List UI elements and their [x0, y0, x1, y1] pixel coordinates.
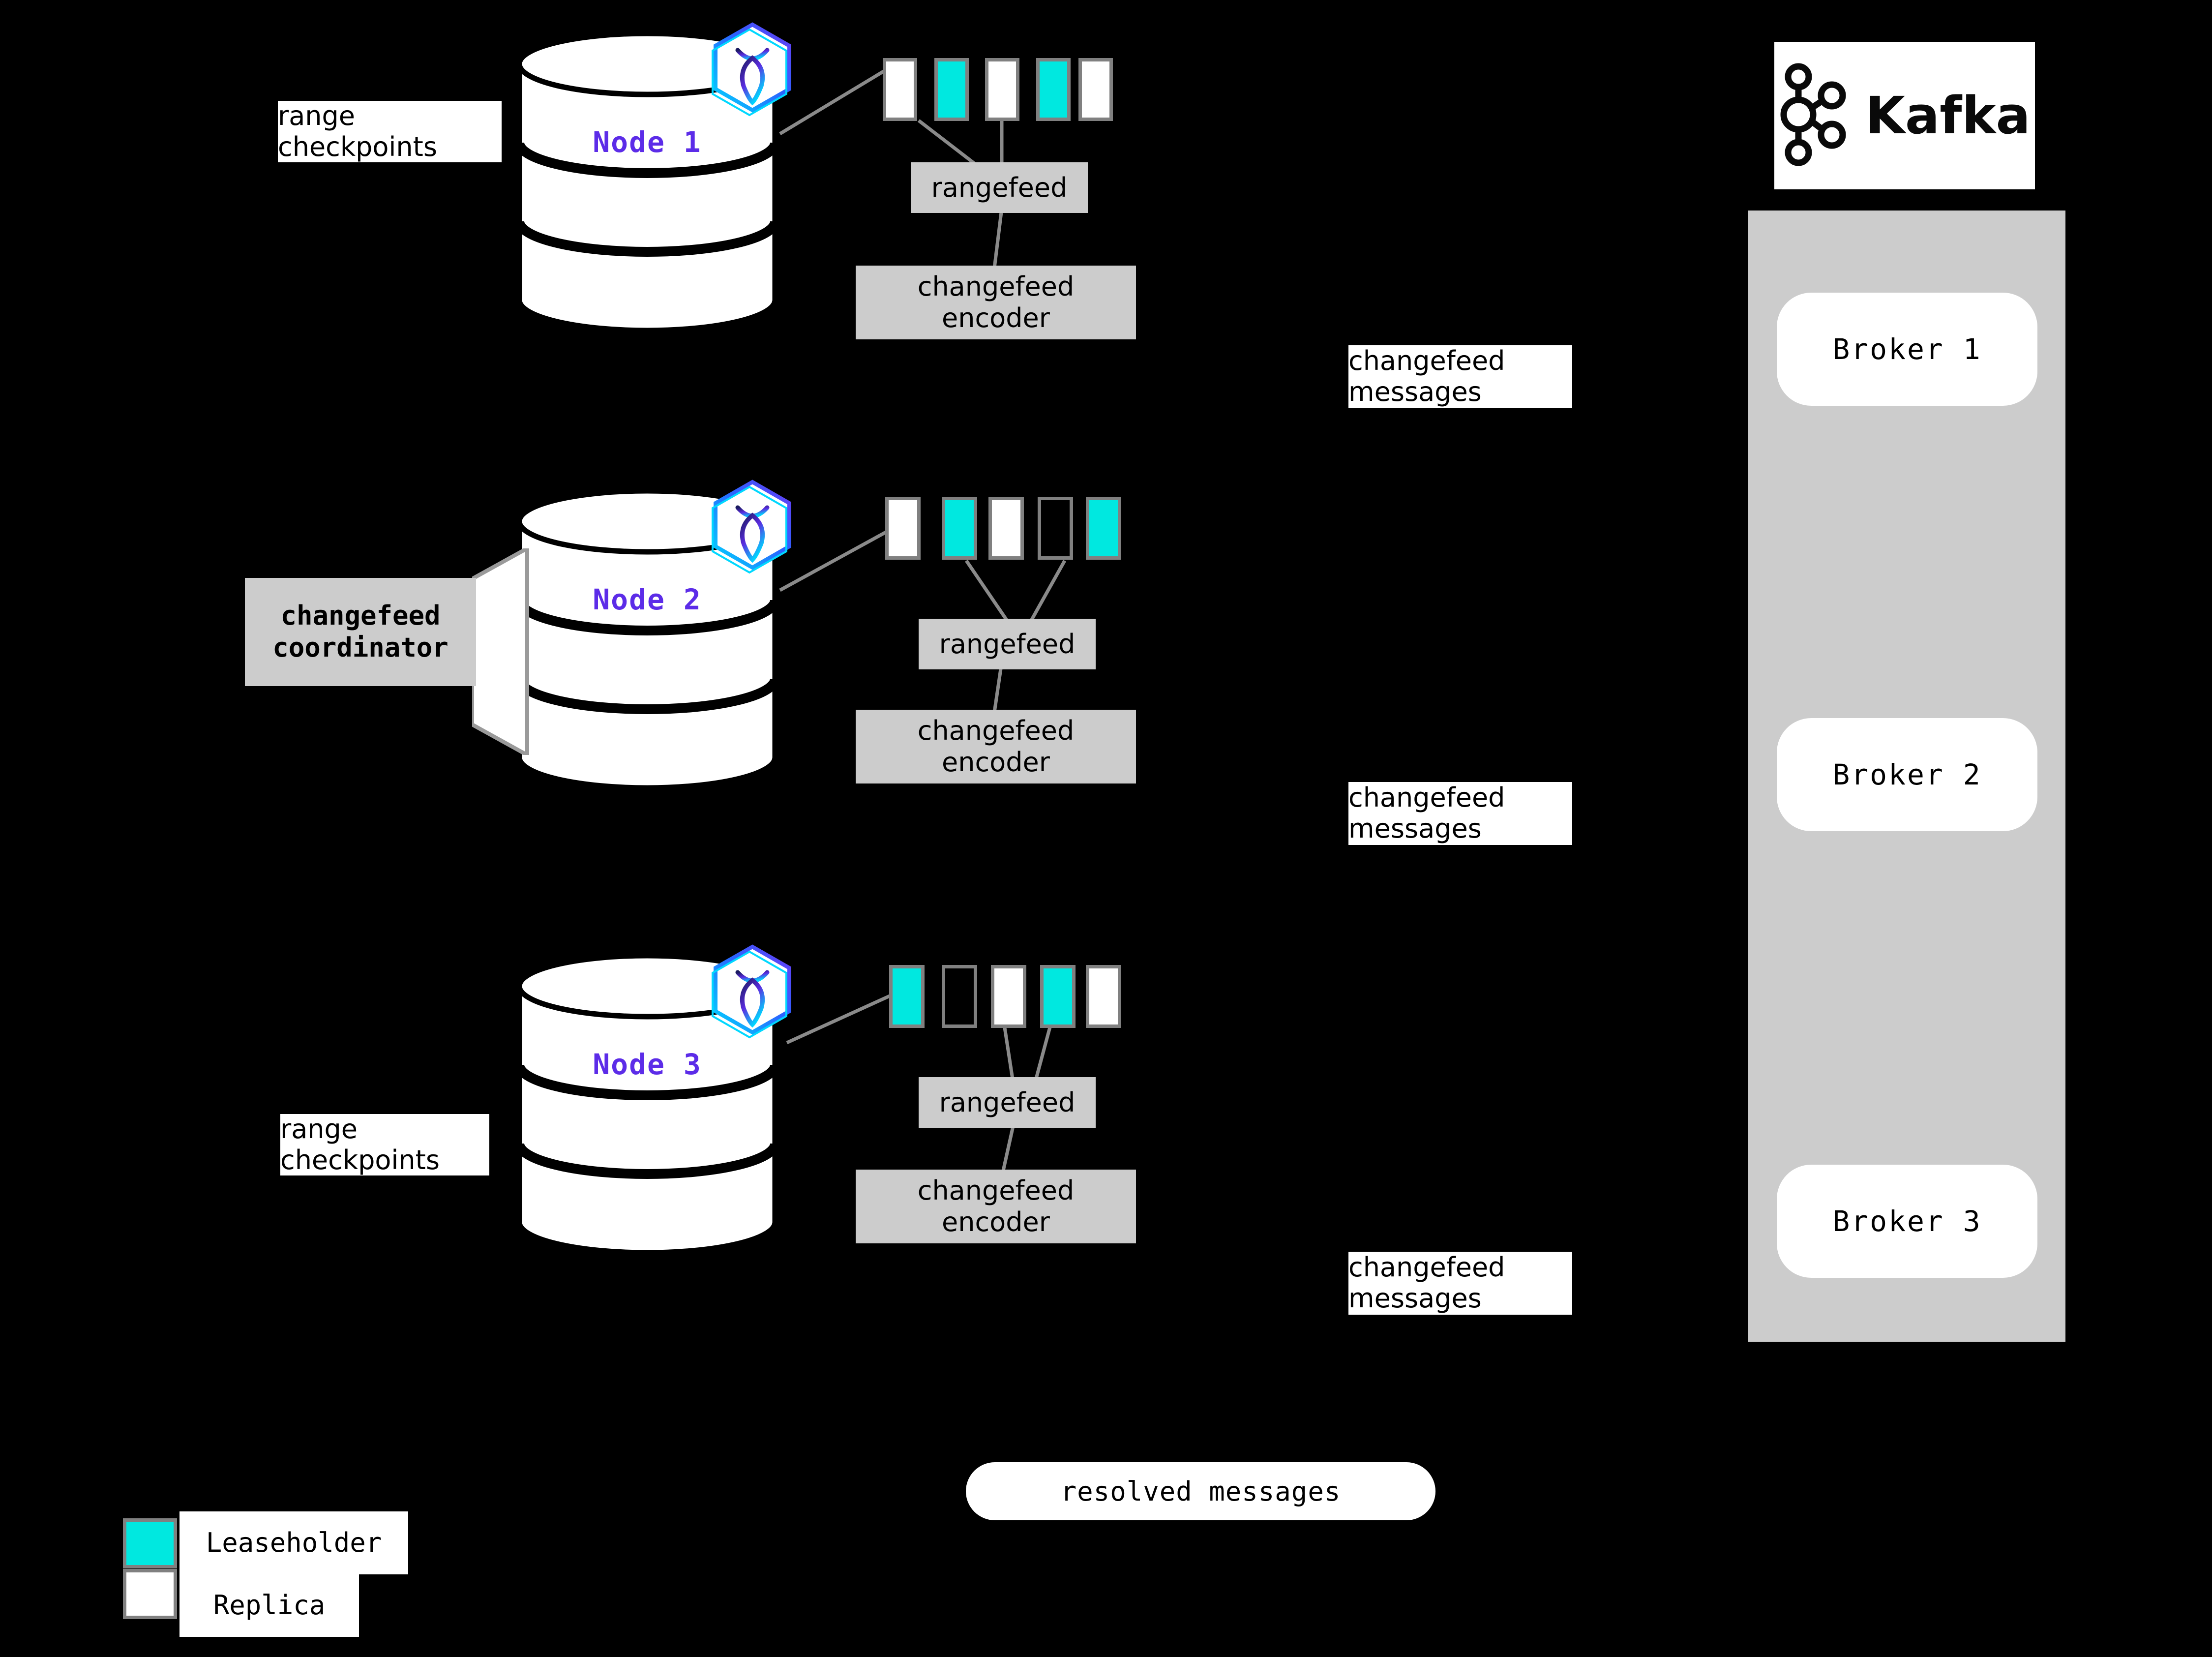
node-1-label: Node 1	[593, 125, 702, 159]
encoder-line-1: changefeed	[917, 1175, 1075, 1206]
range-box[interactable]	[1036, 58, 1071, 121]
messages-line-1: changefeed	[1348, 782, 1505, 813]
node-3-range-checkpoints-label: range checkpoints	[280, 1114, 489, 1175]
messages-line-2: messages	[1348, 1283, 1482, 1314]
node-1-cylinder	[514, 30, 780, 334]
range-box[interactable]	[942, 497, 977, 560]
cockroachdb-logo	[708, 942, 797, 1045]
broker-card-3[interactable]: Broker 3	[1777, 1165, 2037, 1278]
node-3-changefeed-encoder-box[interactable]: changefeed encoder	[856, 1170, 1136, 1243]
coordinator-connector	[470, 545, 546, 758]
coordinator-line-1: changefeed	[280, 600, 441, 632]
kafka-logo-box: Kafka	[1774, 42, 2035, 189]
range-box[interactable]	[942, 965, 977, 1028]
node-2-cylinder	[514, 487, 780, 792]
messages-line-1: changefeed	[1348, 1252, 1505, 1283]
range-box[interactable]	[1038, 497, 1073, 560]
encoder-line-1: changefeed	[917, 715, 1075, 747]
encoder-line-1: changefeed	[917, 271, 1075, 302]
range-box[interactable]	[1040, 965, 1076, 1028]
checkpoints-line-2: checkpoints	[280, 1144, 440, 1175]
range-box[interactable]	[934, 58, 969, 121]
range-box[interactable]	[985, 58, 1019, 121]
cockroachdb-logo	[708, 477, 797, 580]
resolved-messages-pill: resolved messages	[966, 1462, 1435, 1520]
checkpoints-line-1: range	[278, 101, 356, 131]
cockroachdb-logo	[708, 20, 797, 123]
range-box[interactable]	[1086, 497, 1121, 560]
range-box[interactable]	[991, 965, 1026, 1028]
coordinator-line-2: coordinator	[272, 632, 448, 663]
node-3-rangefeed-box[interactable]: rangefeed	[919, 1077, 1096, 1128]
checkpoints-line-1: range	[280, 1114, 358, 1145]
legend-label-replica: Replica	[179, 1574, 359, 1637]
node-2-rangefeed-box[interactable]: rangefeed	[919, 619, 1096, 669]
changefeed-messages-label-1: changefeed messages	[1348, 345, 1572, 408]
node-2-label: Node 2	[593, 583, 702, 616]
range-box[interactable]	[1086, 965, 1121, 1028]
legend-swatch-replica	[123, 1569, 177, 1619]
changefeed-messages-label-3: changefeed messages	[1348, 1252, 1572, 1315]
messages-line-2: messages	[1348, 376, 1482, 407]
node-1-rangefeed-box[interactable]: rangefeed	[911, 162, 1088, 213]
broker-card-2[interactable]: Broker 2	[1777, 718, 2037, 831]
range-box[interactable]	[1078, 58, 1113, 121]
node-1-range-checkpoints-label: range checkpoints	[278, 101, 502, 162]
node-1-changefeed-encoder-box[interactable]: changefeed encoder	[856, 266, 1136, 339]
encoder-line-2: encoder	[942, 747, 1050, 778]
changefeed-messages-label-2: changefeed messages	[1348, 782, 1572, 845]
kafka-logo	[1779, 63, 1853, 168]
kafka-wordmark: Kafka	[1865, 86, 2031, 146]
node-2-changefeed-encoder-box[interactable]: changefeed encoder	[856, 710, 1136, 783]
checkpoints-line-2: checkpoints	[278, 131, 437, 162]
messages-line-1: changefeed	[1348, 345, 1505, 377]
changefeed-coordinator-box[interactable]: changefeed coordinator	[245, 578, 476, 686]
broker-card-1[interactable]: Broker 1	[1777, 293, 2037, 406]
range-box[interactable]	[883, 58, 917, 121]
legend-label-leaseholder: Leaseholder	[179, 1511, 408, 1574]
encoder-line-2: encoder	[942, 302, 1050, 333]
legend-swatch-leaseholder	[123, 1518, 177, 1568]
range-box[interactable]	[889, 965, 925, 1028]
messages-line-2: messages	[1348, 813, 1482, 844]
node-3-cylinder	[514, 952, 780, 1257]
range-box[interactable]	[885, 497, 921, 560]
node-3-label: Node 3	[593, 1048, 702, 1081]
encoder-line-2: encoder	[942, 1206, 1050, 1237]
range-box[interactable]	[988, 497, 1024, 560]
